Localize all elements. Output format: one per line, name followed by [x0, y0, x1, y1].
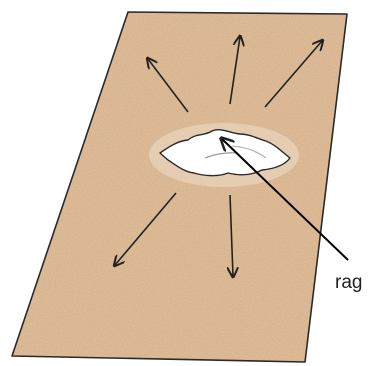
sheet — [12, 12, 347, 362]
rag-label: rag — [335, 272, 362, 293]
